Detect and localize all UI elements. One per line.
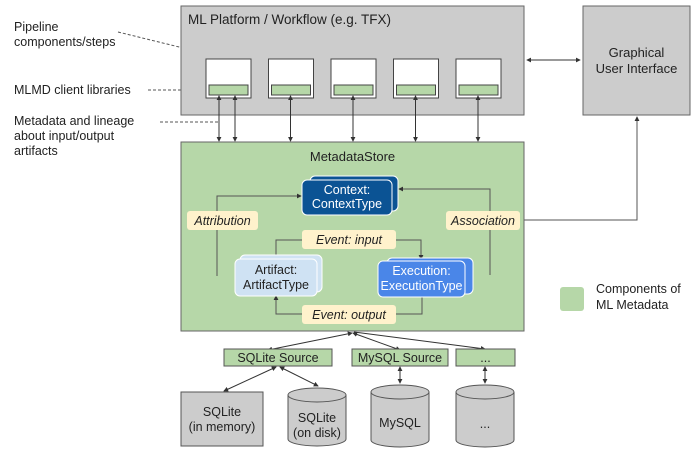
- sqlite-on-disk-body: [287, 395, 347, 447]
- legend-label-line1: Components of: [596, 282, 681, 296]
- mysql-top: [370, 384, 430, 400]
- sqlite-source: SQLite Source: [223, 348, 333, 367]
- gui-label-line1: Graphical: [609, 45, 665, 60]
- pipeline-component: [205, 58, 252, 99]
- association-label-text: Association: [450, 214, 515, 228]
- attribution-label: Attribution: [187, 211, 258, 230]
- other-db-top: [455, 384, 515, 400]
- event-input-label-text: Event: input: [316, 233, 383, 247]
- mysql-body: [370, 392, 430, 448]
- artifact-label-line1: Artifact:: [255, 263, 297, 277]
- context-node: Context: ContextType: [301, 175, 399, 216]
- other-source-box: [455, 348, 516, 367]
- sqlite-source-label: SQLite Source: [237, 351, 318, 365]
- artifact-node-box: [234, 258, 318, 297]
- legend-label-line2: ML Metadata: [596, 298, 669, 312]
- mysql-label: MySQL: [379, 416, 421, 430]
- event-input-label-bg: [302, 230, 396, 249]
- mysql-source-box: [351, 348, 449, 367]
- context-label-line2: ContextType: [312, 197, 382, 211]
- source-storage-arrows: [223, 366, 488, 392]
- other-db-cylinder: ...: [455, 384, 515, 448]
- store-gui-connector: [524, 116, 640, 221]
- association-label: Association: [446, 211, 520, 230]
- gui-label-line2: User Interface: [596, 61, 678, 76]
- sqlite-in-memory-line1: SQLite: [203, 405, 241, 419]
- event-output-label: Event: output: [302, 305, 396, 324]
- event-input-label: Event: input: [302, 230, 396, 249]
- mysql-source: MySQL Source: [351, 348, 449, 367]
- annotation-pipeline-components: Pipeline components/steps: [14, 20, 229, 60]
- annotation-lineage-line1: Metadata and lineage: [14, 114, 134, 128]
- association-label-bg: [446, 211, 520, 230]
- legend: Components of ML Metadata: [560, 282, 681, 312]
- metadata-store: MetadataStore Context: ContextType Artif…: [180, 141, 525, 332]
- legend-swatch: [560, 287, 584, 311]
- annotation-lineage-line3: artifacts: [14, 144, 58, 158]
- client-store-arrows: [216, 95, 481, 142]
- attribution-label-text: Attribution: [193, 214, 250, 228]
- storage-cylinders: SQLite (on disk) MySQL ...: [287, 384, 515, 448]
- mlmd-client-library: [396, 84, 436, 96]
- annotation-lineage-line2: about input/output: [14, 129, 115, 143]
- sqlite-on-disk-cylinder: SQLite (on disk): [287, 387, 347, 447]
- mysql-cylinder: MySQL: [370, 384, 430, 448]
- context-node-box: [301, 179, 393, 216]
- event-output-label-bg: [302, 305, 396, 324]
- annotation-metadata-lineage: Metadata and lineage about input/output …: [14, 114, 218, 158]
- annotation-mlmd-client-text: MLMD client libraries: [14, 83, 131, 97]
- sqlite-in-memory-line2: (in memory): [189, 420, 256, 434]
- event-output-label-text: Event: output: [312, 308, 386, 322]
- artifact-node: Artifact: ArtifactType: [234, 254, 323, 297]
- execution-node-box: [377, 260, 466, 298]
- execution-label-line1: Execution:: [392, 264, 450, 278]
- metadata-store-title: MetadataStore: [310, 149, 395, 164]
- ml-platform-title: ML Platform / Workflow (e.g. TFX): [188, 12, 391, 27]
- other-db-label: ...: [480, 417, 490, 431]
- mlmd-client-library: [333, 84, 374, 96]
- gui-box: [582, 5, 691, 116]
- artifact-label-line2: ArtifactType: [243, 278, 309, 292]
- association-connector: [398, 186, 491, 275]
- pipeline-component: [393, 58, 439, 99]
- pipeline-component: [330, 58, 377, 99]
- sqlite-on-disk-top: [287, 387, 347, 403]
- sqlite-on-disk-line2: (on disk): [293, 426, 341, 440]
- annotation-pipeline-leader: [117, 31, 229, 60]
- sqlite-in-memory: SQLite (in memory): [180, 391, 264, 447]
- execution-node: Execution: ExecutionType: [377, 257, 474, 298]
- sqlite-source-box: [223, 348, 333, 367]
- sqlite-in-memory-box: [180, 391, 264, 447]
- graphical-user-interface: Graphical User Interface: [582, 5, 691, 116]
- attribution-connector: [216, 193, 302, 276]
- pipeline-component: [455, 58, 502, 99]
- context-label-line1: Context:: [324, 183, 371, 197]
- mysql-source-label: MySQL Source: [358, 351, 442, 365]
- sqlite-memory-arrow: [223, 366, 277, 392]
- pipeline-component: [268, 58, 314, 99]
- execution-label-line2: ExecutionType: [381, 279, 463, 293]
- store-other-source-arrow: [353, 331, 486, 351]
- sqlite-disk-arrow: [279, 366, 319, 387]
- annotation-pipeline-line1: Pipeline: [14, 20, 59, 34]
- sqlite-on-disk-line1: SQLite: [298, 411, 336, 425]
- mlmd-client-library: [458, 84, 499, 96]
- pipeline-components: [205, 58, 502, 99]
- store-source-arrows: [267, 331, 486, 352]
- mlmd-client-library: [208, 84, 249, 96]
- attribution-label-bg: [187, 211, 258, 230]
- store-sqlite-source-arrow: [267, 331, 353, 352]
- mlmd-client-library: [271, 84, 311, 96]
- other-source: ...: [455, 348, 516, 367]
- other-db-body: [455, 392, 515, 448]
- annotation-mlmd-client: MLMD client libraries: [14, 83, 209, 97]
- other-source-label: ...: [480, 351, 490, 365]
- store-mysql-source-arrow: [352, 332, 401, 351]
- annotation-pipeline-line2: components/steps: [14, 35, 115, 49]
